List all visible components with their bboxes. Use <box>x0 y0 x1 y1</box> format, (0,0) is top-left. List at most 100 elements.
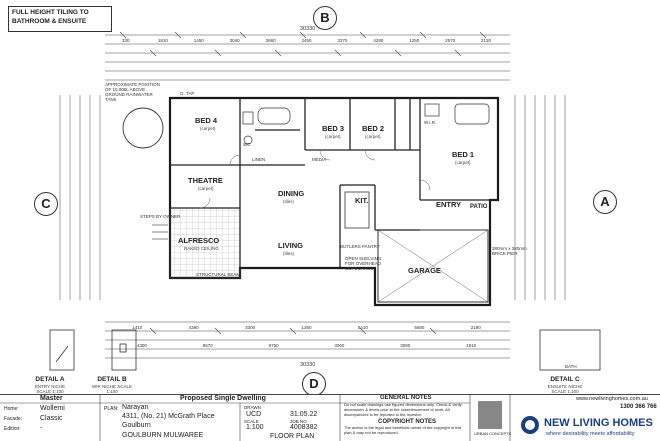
room-bed1-floor: (carpet) <box>455 160 471 165</box>
left-dimension-lines <box>59 95 101 300</box>
tb-header-left: Master <box>40 395 63 402</box>
room-butlers: BUTLERS PANTRY <box>340 244 380 249</box>
title-block: Master Proposed Single Dwelling Home: Wo… <box>0 394 660 441</box>
section-marker-right: A <box>593 190 617 214</box>
dimension-value: 1450 <box>193 38 204 43</box>
tb-copyright-text: The author is the legal and beneficial o… <box>344 425 462 435</box>
tb-plan-label: PLAN: <box>104 406 119 412</box>
section-marker-top: B <box>313 6 337 30</box>
kitchen-island <box>344 191 370 229</box>
room-theatre: THEATRE <box>188 176 223 185</box>
top-dimension-lines <box>105 34 510 81</box>
room-garage: GARAGE <box>408 266 441 275</box>
room-patio: PATIO <box>470 204 488 210</box>
dimension-value: 3660 <box>265 38 276 43</box>
dimension-value: 1350 <box>301 325 312 330</box>
room-dining: DINING <box>278 189 305 198</box>
detail-c-bath: BATH <box>565 364 577 369</box>
tb-scale-label: SCALE <box>244 419 259 424</box>
room-dining-floor: (tiles) <box>283 199 294 204</box>
tb-sheet-title: FLOOR PLAN <box>270 433 315 440</box>
room-wc: WC <box>243 142 251 147</box>
dimension-value: 4300 <box>136 343 147 348</box>
room-bed2: BED 2 <box>362 124 385 133</box>
dimension-value: 4390 <box>188 325 199 330</box>
room-bed3-floor: (carpet) <box>325 134 341 139</box>
tb-tagline: where desirability meets affordability <box>546 431 635 437</box>
dimension-value: 1410 <box>132 325 143 330</box>
detail-b-sub: WIR NICHE SCALE 1:100 <box>92 384 133 394</box>
detail-drawings <box>49 329 601 371</box>
right-dimension-lines <box>514 95 566 300</box>
tb-general-text: Do not scale drawings use figured dimens… <box>344 402 462 417</box>
structural-beam-note: STRUCTURAL BEAM <box>196 272 241 277</box>
detail-c-sub: ENSUITE NICHE SCALE 1:100 <box>547 384 583 394</box>
tb-home-label: Home: <box>4 406 19 412</box>
dimension-value: 4280 <box>373 38 384 43</box>
room-media: MEDIA <box>312 157 327 162</box>
dimension-value: 2130 <box>481 38 492 43</box>
dimension-value: 3300 <box>245 325 256 330</box>
tb-header-mid: Proposed Single Dwelling <box>180 395 266 402</box>
tb-facade: Classic <box>40 415 63 422</box>
tb-client: Narayan <box>122 404 149 411</box>
room-linen: LINEN <box>252 157 266 162</box>
interior-walls <box>170 98 498 268</box>
section-marker-bottom: D <box>302 372 326 396</box>
tb-scale: 1:100 <box>246 424 264 431</box>
room-bed4-floor: (carpet) <box>200 126 216 131</box>
tb-drawn: UCD <box>246 411 262 418</box>
room-entry: ENTRY <box>436 200 462 209</box>
room-kitchen: KIT. <box>355 196 369 205</box>
garage-area <box>377 229 489 303</box>
tb-home: Wollemi <box>40 405 65 412</box>
dim-top-overall: 30330 <box>300 26 316 32</box>
room-alfresco-ceiling: RAKED CEILING <box>184 246 219 251</box>
dimension-value: 5680 <box>414 325 425 330</box>
dimension-value: 2190 <box>470 325 481 330</box>
door-swings <box>199 149 431 209</box>
tb-general-notes: GENERAL NOTES <box>380 395 432 401</box>
tb-facade-label: Facade: <box>4 416 23 422</box>
dim-bottom-overall: 30330 <box>300 362 316 368</box>
dimension-value: 2570 <box>445 38 456 43</box>
tiling-note-line1: FULL HEIGHT TILING TO <box>12 9 89 16</box>
room-living-floor: (tiles) <box>283 251 294 256</box>
tb-website: www.newlivinghomes.com.au <box>576 396 648 402</box>
shelving-note: OPEN SHELVING FOR OVERHEAD CUPBOARDS <box>345 256 382 271</box>
room-wir: W.I.R. <box>424 120 437 125</box>
title-block-grid <box>0 395 539 441</box>
dimension-value: 3040 <box>229 38 240 43</box>
tb-brand: NEW LIVING HOMES <box>544 417 653 429</box>
room-bed1: BED 1 <box>452 150 475 159</box>
dimension-value: 3370 <box>337 38 348 43</box>
tb-job-label: JOB NO <box>290 419 307 424</box>
tb-council: GOULBURN MULWAREE <box>122 432 204 439</box>
room-theatre-floor: (carpet) <box>198 186 214 191</box>
tiling-note: FULL HEIGHT TILING TO BATHROOM & ENSUITE <box>8 6 112 32</box>
detail-c-label: DETAIL C <box>550 376 580 383</box>
brick-pier-note: 380mm x 380mm BRICK PIER <box>492 246 527 256</box>
tb-phone: 1300 366 766 <box>620 404 657 410</box>
tb-address: 4311, (No. 21) McGrath Place <box>122 413 215 420</box>
detail-a-sub: ENTRY NICHE SCALE 1:100 <box>34 384 66 394</box>
alfresco-steps <box>152 224 168 240</box>
dimension-value: 8670 <box>202 343 213 348</box>
gtap-note: G. TAP <box>180 91 195 96</box>
dimension-value: 3060 <box>334 343 345 348</box>
bottom-dimension-lines <box>105 321 510 359</box>
tiling-note-line2: BATHROOM & ENSUITE <box>12 18 87 25</box>
tb-edition-label: Edition: <box>4 426 21 432</box>
tb-copyright: COPYRIGHT NOTES <box>378 419 437 425</box>
room-alfresco: ALFRESCO <box>178 236 220 245</box>
dimension-value: 1250 <box>409 38 420 43</box>
room-bed3: BED 3 <box>322 124 345 133</box>
tb-suburb: Goulburn <box>122 422 151 429</box>
bathroom-fixtures <box>242 103 490 145</box>
detail-b-label: DETAIL B <box>97 376 127 383</box>
rainwater-note: APPROXIMATE POSITION OF 10,000L ABOVE GR… <box>105 82 160 102</box>
dimension-value: 1810 <box>157 38 168 43</box>
room-bed2-floor: (carpet) <box>365 134 381 139</box>
rainwater-tank <box>122 107 164 149</box>
